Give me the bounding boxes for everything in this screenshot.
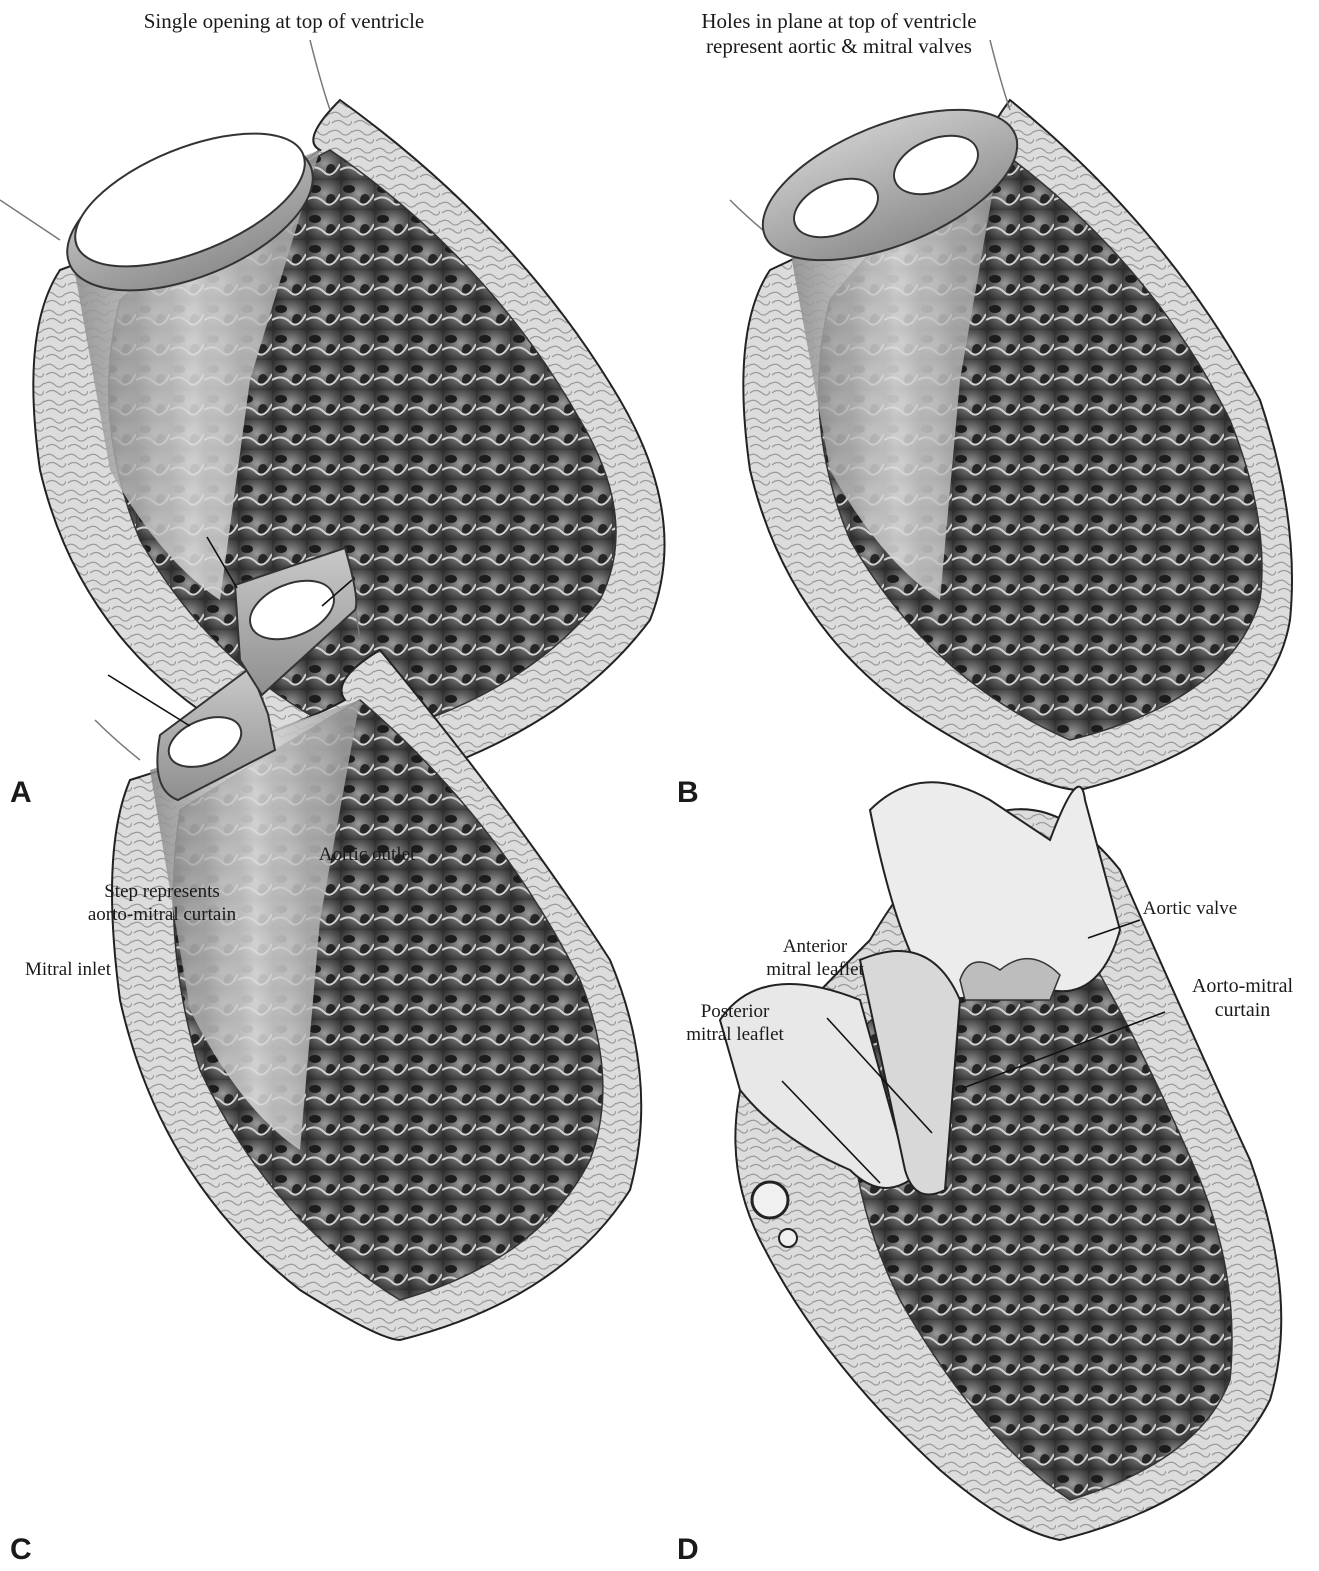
label-anterior-line2: mitral leaflet — [750, 958, 880, 981]
label-step-line2: aorto-mitral curtain — [62, 903, 262, 926]
label-posterior-line1: Posterior — [670, 1000, 800, 1023]
panel-a-caption: Single opening at top of ventricle — [108, 8, 460, 34]
panel-b-caption-line2: represent aortic & mitral valves — [669, 33, 1009, 59]
label-aortic-outlet: Aortic outlet — [292, 843, 442, 866]
label-curtain-line1: Aorto-mitral — [1175, 975, 1310, 998]
panel-d-letter: D — [677, 1535, 699, 1565]
label-curtain-line2: curtain — [1175, 999, 1310, 1022]
label-mitral-inlet: Mitral inlet — [8, 958, 128, 981]
panel-a-heart — [0, 40, 665, 790]
panel-b-letter: B — [677, 778, 699, 808]
label-posterior-line2: mitral leaflet — [670, 1023, 800, 1046]
panel-b-caption-line1: Holes in plane at top of ventricle — [669, 8, 1009, 34]
label-aortic-valve: Aortic valve — [1130, 897, 1250, 920]
panel-c-letter: C — [10, 1535, 32, 1565]
label-step-line1: Step represents — [62, 880, 262, 903]
label-anterior-line1: Anterior — [750, 935, 880, 958]
panel-a-letter: A — [10, 778, 32, 808]
